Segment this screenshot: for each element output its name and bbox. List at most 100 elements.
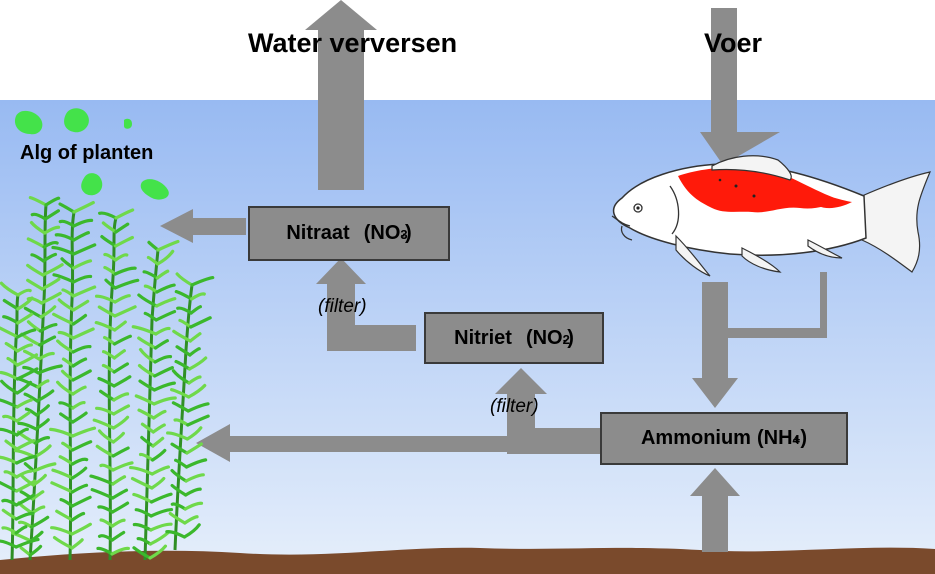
plant-leaf [89,474,115,486]
plant-leaf [57,298,76,312]
plant-leaf [15,454,37,465]
plant-leaf [97,429,115,444]
plant-leaf [2,315,20,325]
plant-leaf [94,321,117,332]
plant-leaf [2,298,20,311]
plant-leaf [170,483,188,497]
plant-leaf [99,463,115,472]
plant-leaf [153,366,174,378]
plant-leaf [171,401,190,413]
plant-leaf [129,465,154,476]
plant-leaf [171,369,191,385]
plant-leaf [150,465,171,476]
plant-leaf [14,537,40,549]
plant-leaf [99,518,114,528]
plant-leaf [72,243,97,256]
aquatic-plant [0,196,215,561]
plant-leaf [0,539,18,549]
plant-leaf [1,526,18,535]
algae-blob [14,110,43,135]
plant-leaf [165,530,186,539]
plant-leaf [97,505,115,514]
fish-waste-branch-line [728,272,827,338]
plant-leaf [137,293,159,308]
plant-leaf [38,322,58,333]
plant-leaf [29,515,50,529]
plant-leaf [111,475,127,486]
plant-leaf [3,470,19,479]
plant-leaf [97,534,114,542]
plant-leaf [155,269,170,280]
plant-leaf [22,365,41,375]
plant-leaf [15,353,39,367]
plant-leaf [103,265,117,276]
plant-leaf [0,455,19,465]
plant-leaf [185,426,203,441]
algae-blob [124,118,132,129]
plant-leaf [60,257,76,270]
plant-leaf [56,339,75,354]
plant-leaf [15,411,31,423]
plant-leaf [36,364,63,375]
plant-leaf [166,431,189,441]
plant-leaf [70,466,88,480]
plant-leaf [95,406,116,416]
nitrite-name: Nitriet [454,326,512,349]
plant-leaf [176,306,193,315]
feed-label: Voer [704,28,763,58]
plant-leaf [178,318,193,329]
plant-leaf [111,415,130,430]
plant-leaf [174,289,194,301]
plant-leaf [110,546,130,556]
plant-leaf [130,476,154,490]
plant-leaf [71,440,93,452]
plant-leaf [50,481,74,494]
plant-leaf [148,531,170,546]
plant-leaf [101,363,116,374]
plant-leaf [71,313,88,326]
plant-leaf [138,452,155,462]
algae-plants-label: Alg of planten [20,142,154,164]
plant-leaf [71,411,88,424]
plant-leaf [152,396,177,406]
arrow-feed [700,8,780,165]
plant-leaf [175,345,192,357]
plant-leaf [15,343,33,353]
plant-leaf [55,509,74,522]
plant-leaves [0,196,215,560]
plant-leaf [187,375,202,385]
plant-leaf [150,448,167,462]
plant-leaf [58,455,75,466]
plant-leaf [111,461,134,472]
plant-leaf [113,253,129,262]
arrow-bottom-to-ammonium [690,468,740,552]
arrow-ammonium-to-plants [196,424,507,462]
plant-leaf [92,418,116,430]
plant-leaf [31,473,47,487]
plant-leaf [49,427,75,438]
plant-leaf [153,339,169,350]
plant-leaf [15,380,33,395]
plant-leaf [138,347,157,364]
plant-leaf [168,511,187,525]
plant-leaf [26,263,45,277]
plant-leaf [0,281,20,297]
plant-leaf [43,225,61,235]
plant-leaf [110,501,130,514]
plant-leaf [30,253,46,263]
ammonium-name: Ammonium [640,427,751,449]
plant-leaf [134,394,156,406]
plant-leaf [17,520,34,529]
plant-leaf [112,404,131,416]
plant-leaf [44,196,61,207]
plant-leaf [175,272,194,287]
plant-leaf [0,326,20,339]
plant-leaf [50,526,74,536]
water-change-label: Water verversen [248,28,458,58]
plant-leaf [174,458,189,469]
plant-leaf [114,235,135,248]
plant-leaf [150,476,166,490]
